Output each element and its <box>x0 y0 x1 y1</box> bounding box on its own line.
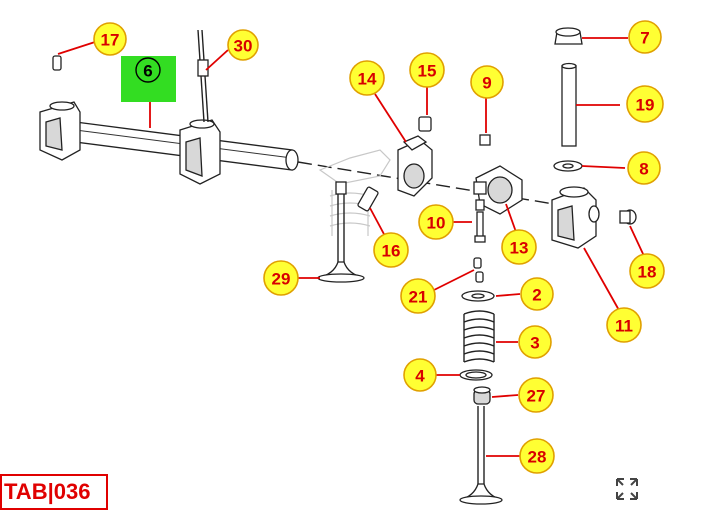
shaft-bracket-middle <box>179 119 221 185</box>
callout-6-label: 6 <box>143 62 152 81</box>
callout-18-label: 18 <box>638 263 657 282</box>
callout-17[interactable]: 17 <box>93 22 127 56</box>
callout-28-label: 28 <box>528 448 547 467</box>
callout-7-label: 7 <box>640 29 649 48</box>
callout-9-label: 9 <box>482 74 491 93</box>
washer-4 <box>459 369 493 381</box>
callout-8[interactable]: 8 <box>627 151 661 185</box>
shaft-bracket-right <box>551 186 600 249</box>
callout-21[interactable]: 21 <box>400 278 436 314</box>
callout-8-label: 8 <box>639 160 648 179</box>
callout-11[interactable]: 11 <box>606 307 642 343</box>
callout-29-label: 29 <box>272 270 291 289</box>
rod-30 <box>197 29 209 123</box>
spring-retainer-2 <box>461 290 495 302</box>
tab-label: TAB|036 <box>0 474 108 510</box>
valve-29 <box>317 181 365 283</box>
callout-16[interactable]: 16 <box>373 232 409 268</box>
callout-14-label: 14 <box>358 70 377 89</box>
callout-30-label: 30 <box>234 37 253 56</box>
tube-19 <box>561 62 577 147</box>
callout-4-label: 4 <box>415 367 425 386</box>
callout-3[interactable]: 3 <box>518 325 552 359</box>
valve-spring-3 <box>463 310 495 363</box>
callout-16-label: 16 <box>382 242 401 261</box>
callout-21-label: 21 <box>409 288 428 307</box>
callout-2[interactable]: 2 <box>520 277 554 311</box>
adjuster-screw-10 <box>473 181 487 243</box>
callout-6-highlight[interactable]: 6 <box>121 56 176 102</box>
callout-10[interactable]: 10 <box>418 204 454 240</box>
expand-arrows-icon <box>616 478 638 500</box>
callout-19[interactable]: 19 <box>626 85 664 123</box>
rocker-arm-14 <box>397 135 433 197</box>
leader-lines <box>57 37 645 457</box>
callout-4[interactable]: 4 <box>403 358 437 392</box>
callout-19-label: 19 <box>636 96 655 115</box>
valve-seal-27 <box>473 386 491 405</box>
callout-29[interactable]: 29 <box>263 260 299 296</box>
pin-17 <box>52 55 62 71</box>
callout-27[interactable]: 27 <box>518 377 554 413</box>
shaft-bracket-left <box>39 101 81 161</box>
callout-2-label: 2 <box>532 286 541 305</box>
callout-10-label: 10 <box>427 214 446 233</box>
callout-18[interactable]: 18 <box>629 253 665 289</box>
plug-18 <box>619 209 637 225</box>
cap-7 <box>554 27 583 45</box>
callout-27-label: 27 <box>527 387 546 406</box>
callout-13[interactable]: 13 <box>501 229 537 265</box>
callout-11-label: 11 <box>615 317 633 336</box>
callout-15[interactable]: 15 <box>409 52 445 88</box>
callout-30[interactable]: 30 <box>227 29 259 61</box>
callout-7[interactable]: 7 <box>628 20 662 54</box>
fullscreen-button[interactable] <box>614 476 640 502</box>
washer-8 <box>553 160 583 172</box>
callout-13-label: 13 <box>510 239 529 258</box>
callout-14[interactable]: 14 <box>349 60 385 96</box>
nut-15 <box>418 116 432 132</box>
nut-9 <box>479 134 491 146</box>
callout-3-label: 3 <box>530 334 539 353</box>
screw-16 <box>357 186 379 212</box>
callout-17-label: 17 <box>101 31 120 50</box>
ghost-valve-assembly <box>318 149 391 236</box>
valve-28 <box>459 406 503 505</box>
keepers-21 <box>473 257 484 283</box>
callout-15-label: 15 <box>418 62 437 81</box>
callout-9[interactable]: 9 <box>470 65 504 99</box>
callout-28[interactable]: 28 <box>519 438 555 474</box>
